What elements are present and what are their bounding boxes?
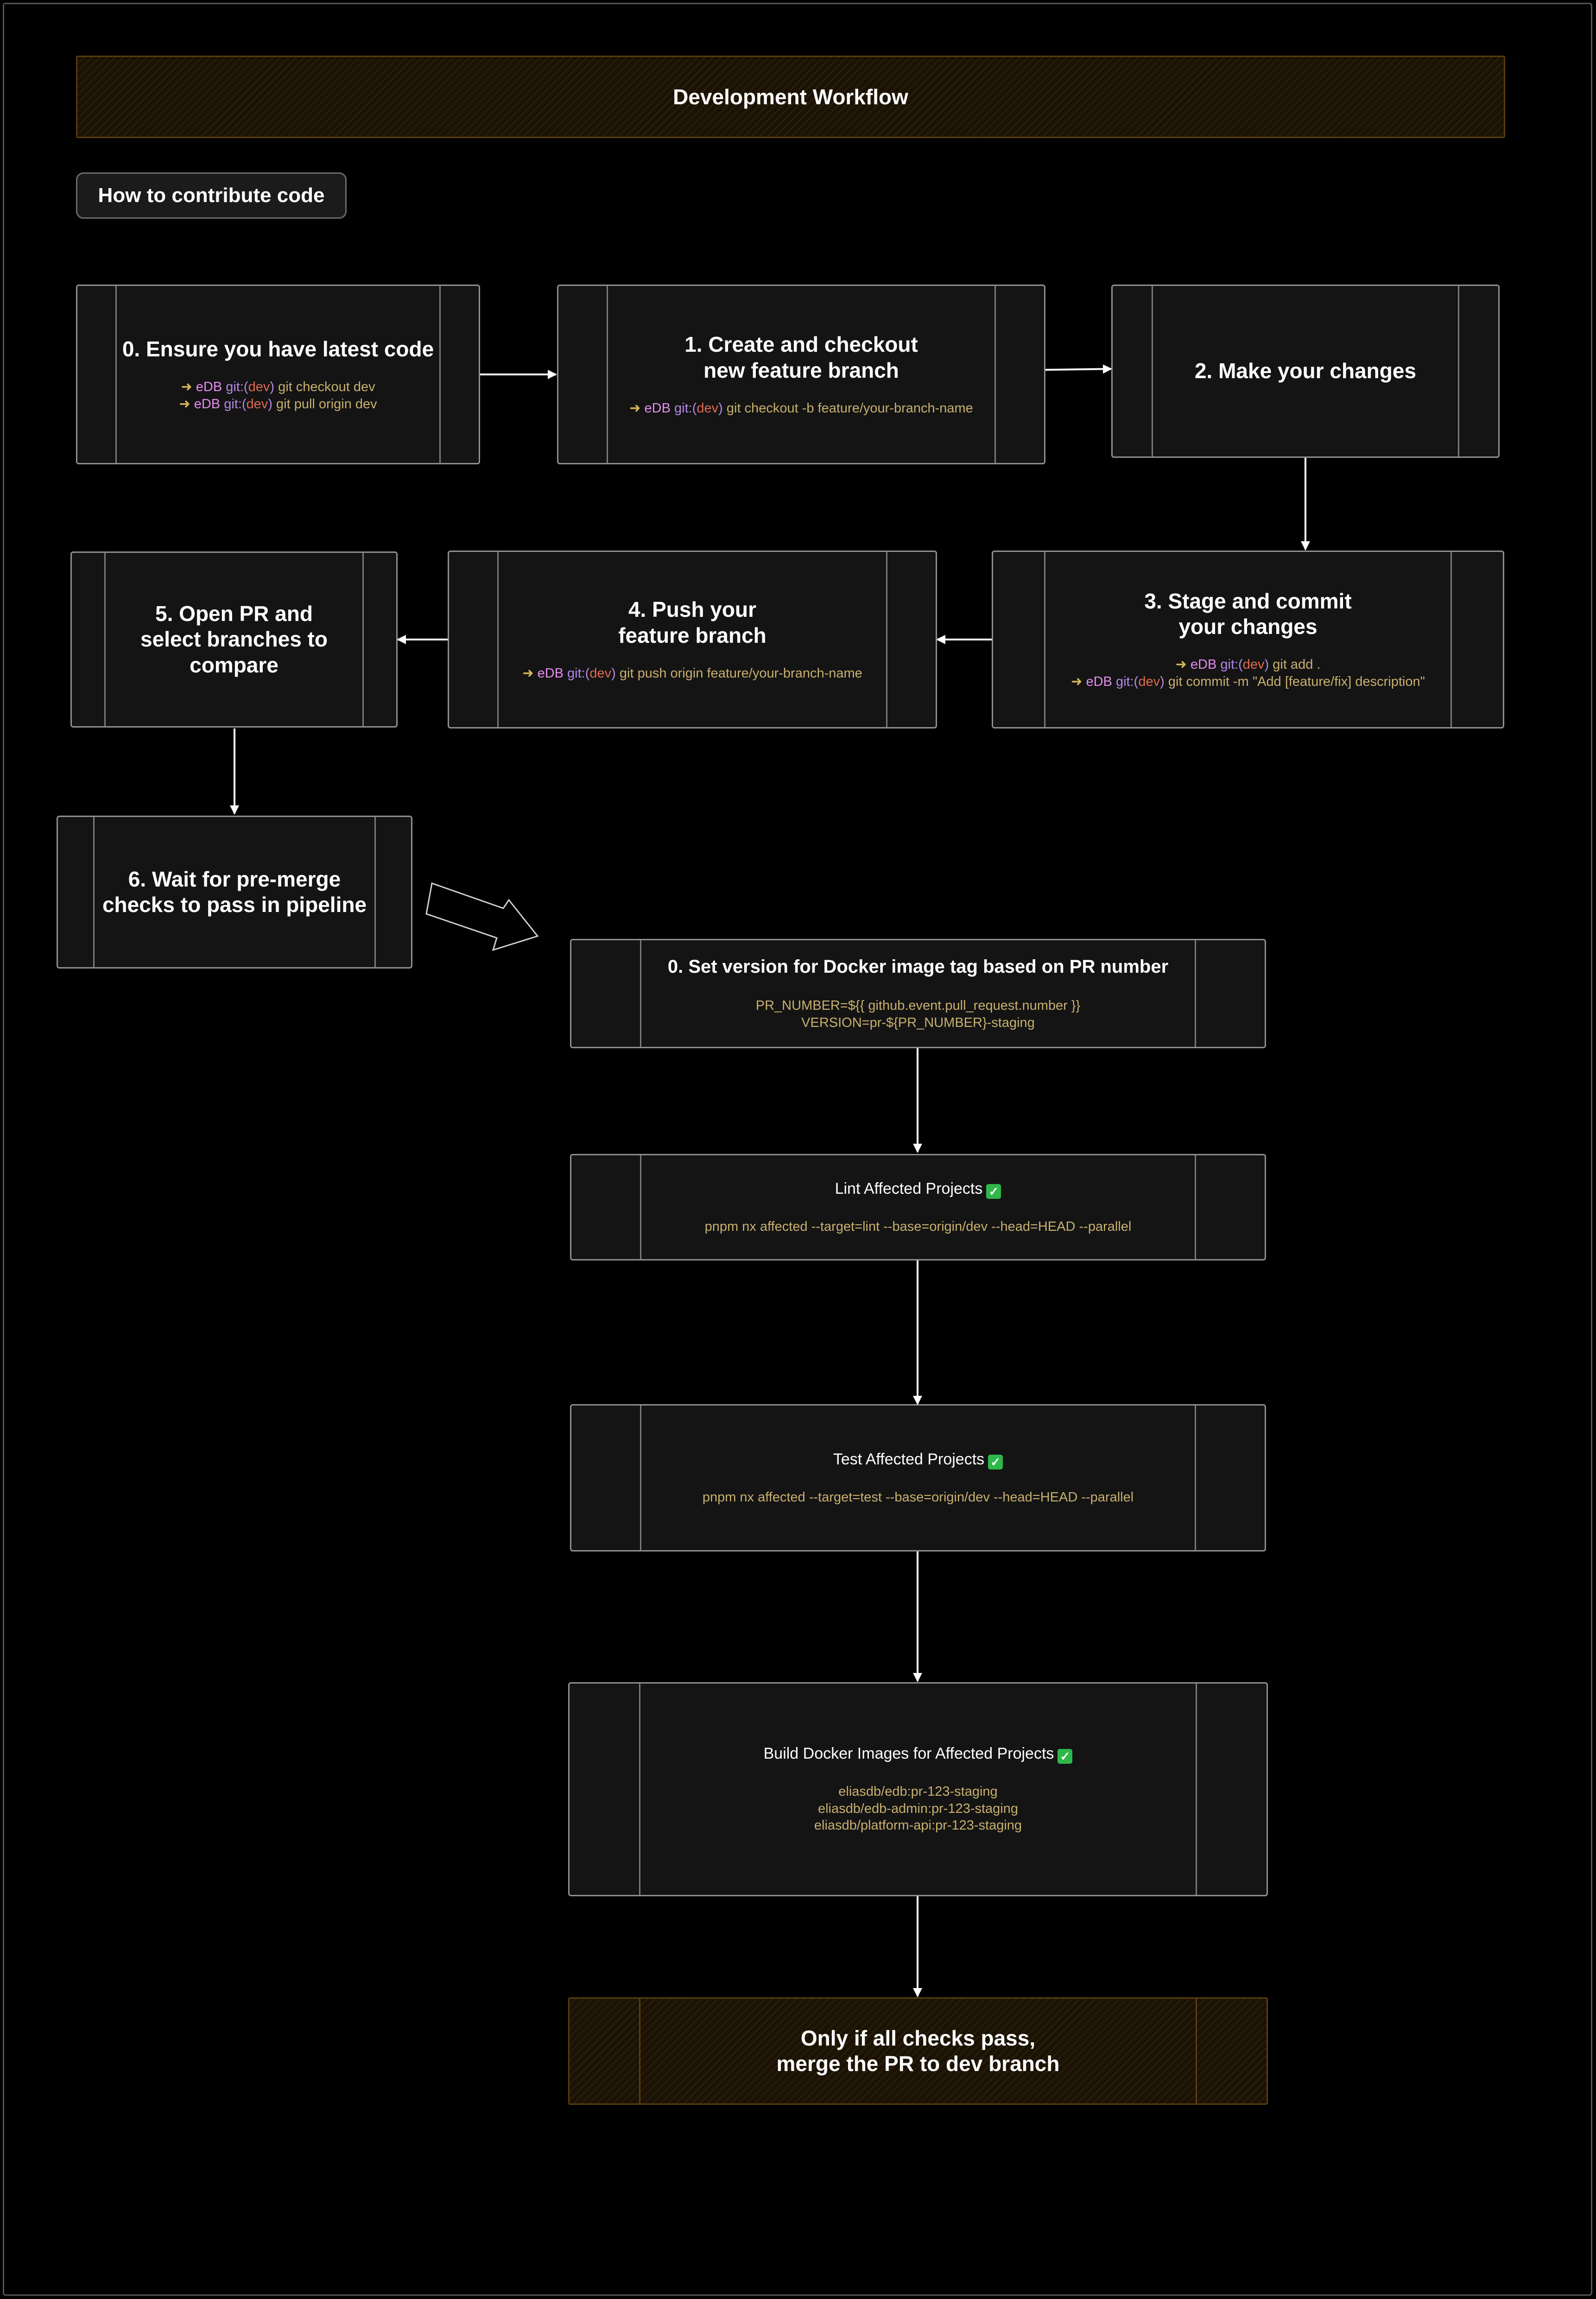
header-banner: Development Workflow <box>76 56 1505 138</box>
code-line: VERSION=pr-${PR_NUMBER}-staging <box>801 1015 1035 1030</box>
pipeline-title: Build Docker Images for Affected Project… <box>764 1744 1073 1764</box>
step-title: 2. Make your changes <box>1194 359 1417 383</box>
step-title: 0. Ensure you have latest code <box>122 336 434 361</box>
step-title: 3. Stage and commit your changes <box>1144 589 1352 639</box>
shell-command: ➜ eDB git:(dev) git add . <box>1175 657 1321 672</box>
step-1-card: 1. Create and checkout new feature branc… <box>557 285 1045 464</box>
step-0-card: 0. Ensure you have latest code ➜ eDB git… <box>76 285 480 464</box>
canvas-frame <box>3 3 1592 2296</box>
code-line: eliasdb/platform-api:pr-123-staging <box>814 1818 1022 1833</box>
shell-command: ➜ eDB git:(dev) git checkout dev <box>181 379 375 394</box>
command-list: ➜ eDB git:(dev) git add . ➜ eDB git:(dev… <box>1071 656 1425 690</box>
code-block: eliasdb/edb:pr-123-staging eliasdb/edb-a… <box>814 1783 1022 1834</box>
code-block: PR_NUMBER=${{ github.event.pull_request.… <box>756 997 1080 1032</box>
step-2-card: 2. Make your changes <box>1111 285 1500 458</box>
code-block: pnpm nx affected --target=lint --base=or… <box>705 1218 1132 1235</box>
step-4-card: 4. Push your feature branch ➜ eDB git:(d… <box>448 551 937 728</box>
code-line: eliasdb/edb-admin:pr-123-staging <box>817 1801 1019 1816</box>
check-icon: ✓ <box>988 1454 1003 1469</box>
command-list: ➜ eDB git:(dev) git checkout dev ➜ eDB g… <box>179 379 377 413</box>
step-title: 5. Open PR and select branches to compar… <box>140 602 328 677</box>
merge-banner: Only if all checks pass, merge the PR to… <box>568 1997 1268 2105</box>
pipeline-title: Test Affected Projects✓ <box>833 1450 1003 1469</box>
command-list: ➜ eDB git:(dev) git push origin feature/… <box>522 665 862 682</box>
command-list: ➜ eDB git:(dev) git checkout -b feature/… <box>629 400 973 417</box>
shell-command: ➜ eDB git:(dev) git commit -m "Add [feat… <box>1071 674 1425 690</box>
pipeline-title: Lint Affected Projects✓ <box>835 1179 1001 1199</box>
pipeline-build-card: Build Docker Images for Affected Project… <box>568 1682 1268 1896</box>
step-5-card: 5. Open PR and select branches to compar… <box>70 551 398 728</box>
shell-command: ➜ eDB git:(dev) git push origin feature/… <box>522 665 862 681</box>
page-title: Development Workflow <box>673 85 908 109</box>
pipeline-test-card: Test Affected Projects✓ pnpm nx affected… <box>570 1404 1266 1552</box>
step-title: 1. Create and checkout new feature branc… <box>684 332 918 382</box>
check-icon: ✓ <box>986 1184 1001 1199</box>
step-3-card: 3. Stage and commit your changes ➜ eDB g… <box>992 551 1504 728</box>
pipeline-lint-card: Lint Affected Projects✓ pnpm nx affected… <box>570 1154 1266 1260</box>
pipeline-version-card: 0. Set version for Docker image tag base… <box>570 939 1266 1048</box>
code-line: pnpm nx affected --target=lint --base=or… <box>704 1219 1132 1234</box>
code-line: pnpm nx affected --target=test --base=or… <box>702 1489 1134 1505</box>
merge-title: Only if all checks pass, merge the PR to… <box>776 2026 1060 2076</box>
check-icon: ✓ <box>1058 1748 1073 1764</box>
step-title: 4. Push your feature branch <box>618 597 766 647</box>
code-line: eliasdb/edb:pr-123-staging <box>838 1784 998 1799</box>
shell-command: ➜ eDB git:(dev) git checkout -b feature/… <box>629 400 973 416</box>
code-line: PR_NUMBER=${{ github.event.pull_request.… <box>755 998 1081 1013</box>
section-label-text: How to contribute code <box>98 184 325 207</box>
step-6-card: 6. Wait for pre-merge checks to pass in … <box>57 816 412 969</box>
shell-command: ➜ eDB git:(dev) git pull origin dev <box>179 396 377 412</box>
pipeline-title: 0. Set version for Docker image tag base… <box>667 956 1169 977</box>
section-label: How to contribute code <box>76 172 347 219</box>
code-block: pnpm nx affected --target=test --base=or… <box>703 1489 1134 1506</box>
step-title: 6. Wait for pre-merge checks to pass in … <box>102 867 367 917</box>
